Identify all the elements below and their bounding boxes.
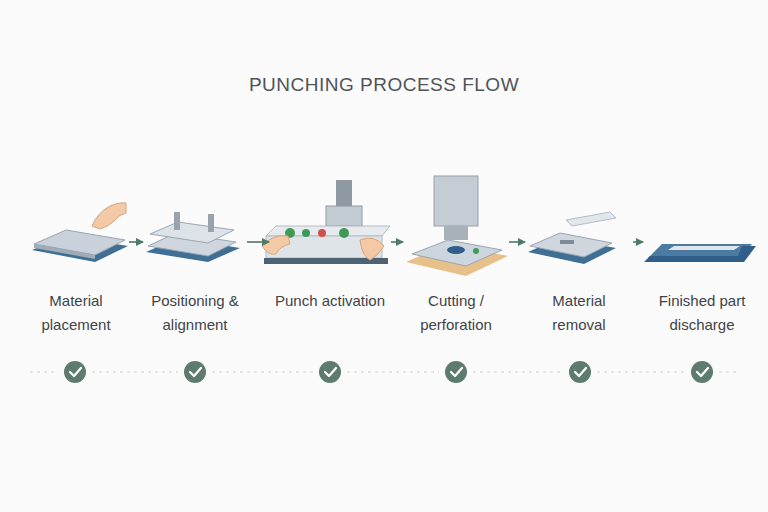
hand xyxy=(262,236,290,255)
tray-illustration xyxy=(644,244,756,262)
flow-arrow xyxy=(129,241,143,243)
sheet xyxy=(530,233,612,257)
sheet-edge xyxy=(34,244,95,259)
dotted-line xyxy=(92,371,178,373)
press-column xyxy=(434,176,478,226)
guide-pin xyxy=(174,212,180,230)
check-mark xyxy=(451,368,462,376)
dotted-line xyxy=(347,371,439,373)
hand xyxy=(92,203,126,229)
check-circle xyxy=(569,361,591,383)
check-circle xyxy=(184,361,206,383)
process-step: Material removal xyxy=(526,185,632,345)
red-button xyxy=(318,229,326,237)
hand xyxy=(360,238,384,260)
step-label: Material removal xyxy=(526,289,632,337)
guide-pin xyxy=(208,214,214,232)
check-circle xyxy=(319,361,341,383)
check-circle xyxy=(691,361,713,383)
panel-top xyxy=(266,226,390,236)
green-light xyxy=(473,248,479,254)
step-label: Positioning & alignment xyxy=(144,289,246,337)
punch-head xyxy=(326,206,362,226)
sheet-illustration xyxy=(32,203,128,262)
process-step: Positioning & alignment xyxy=(144,185,246,345)
step-label: Punch activation xyxy=(270,289,390,313)
flow-arrow xyxy=(247,241,269,243)
die-set-illustration xyxy=(146,212,240,262)
press-ram xyxy=(444,226,468,240)
flow-arrow xyxy=(633,241,643,243)
green-button xyxy=(339,228,349,238)
dotted-line xyxy=(30,371,58,373)
removal-illustration xyxy=(528,212,616,264)
dotted-line xyxy=(473,371,563,373)
process-step: Cutting / perforation xyxy=(404,185,508,345)
sheet xyxy=(34,230,125,255)
process-step: Punch activation xyxy=(270,185,390,345)
dotted-line xyxy=(597,371,685,373)
check-circle xyxy=(64,361,86,383)
process-step: Material placement xyxy=(24,185,128,345)
step-label: Finished part discharge xyxy=(644,289,760,337)
process-step: Finished part discharge xyxy=(644,185,760,345)
punch-illustration xyxy=(406,176,508,276)
die-top xyxy=(150,222,234,243)
dotted-line xyxy=(719,371,740,373)
floating-sheet xyxy=(566,212,616,226)
step-label: Material placement xyxy=(24,289,128,337)
press-control-illustration xyxy=(262,180,390,264)
check-mark xyxy=(325,368,336,376)
check-mark xyxy=(70,368,81,376)
check-icons xyxy=(64,361,713,383)
dotted-line xyxy=(212,371,313,373)
tray-rim xyxy=(644,246,756,262)
check-circle xyxy=(445,361,467,383)
parts xyxy=(668,246,740,250)
scrap-piece xyxy=(560,240,574,244)
green-button xyxy=(302,229,310,237)
flow-arrow xyxy=(509,241,525,243)
check-mark xyxy=(697,368,708,376)
flow-arrow xyxy=(391,241,403,243)
step-label: Cutting / perforation xyxy=(404,289,508,337)
diagram-title: PUNCHING PROCESS FLOW xyxy=(0,74,768,96)
check-row xyxy=(30,371,740,373)
check-mark xyxy=(575,368,586,376)
check-mark xyxy=(190,368,201,376)
punched-hole xyxy=(447,246,465,254)
tray-floor xyxy=(648,244,752,258)
sheet xyxy=(412,240,502,266)
